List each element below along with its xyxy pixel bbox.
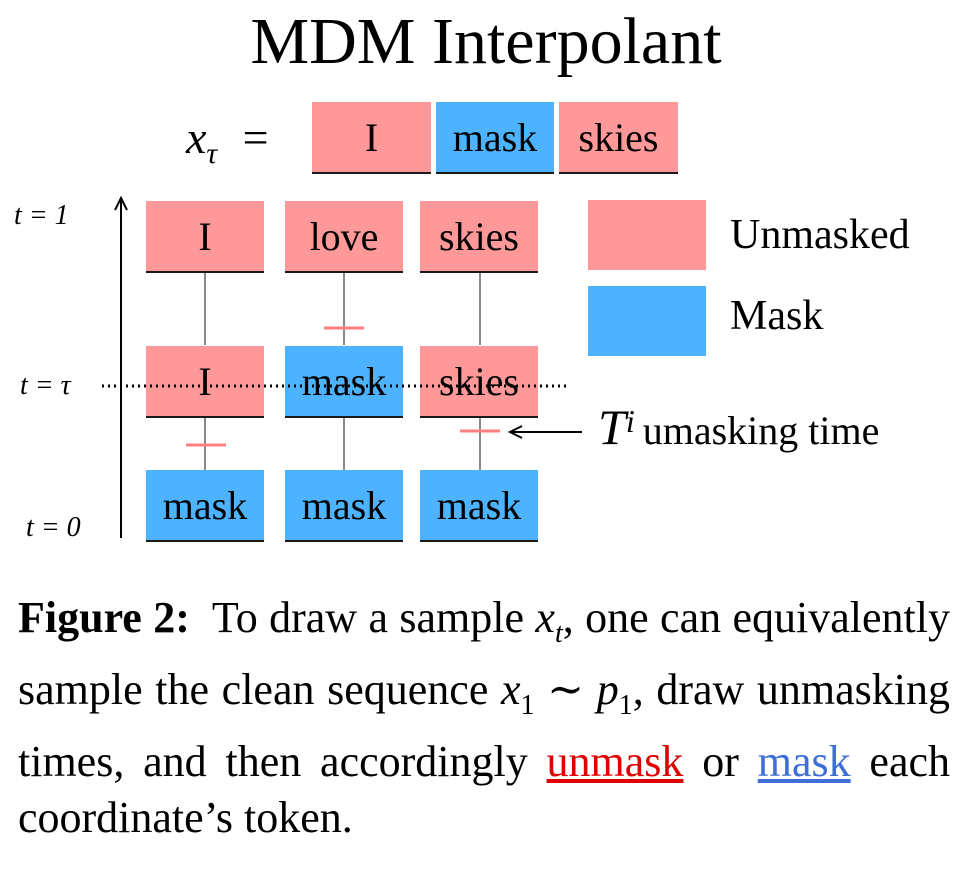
unmasking-time-annotation: Ti umasking time (598, 399, 880, 455)
token-t0-2: mask (285, 470, 403, 542)
time-label-ttau: t = τ (20, 370, 71, 401)
legend-unmasked-label: Unmasked (730, 212, 910, 258)
token-ttau-3: skies (420, 346, 538, 418)
unmask-link[interactable]: unmask (546, 736, 684, 786)
time-axis-arrowhead (114, 195, 128, 211)
annotation-arrowhead (507, 425, 523, 439)
mask-link[interactable]: mask (757, 736, 851, 786)
xtau-token-3: skies (559, 102, 678, 174)
time-label-t0: t = 0 (26, 512, 81, 543)
diagram-title: MDM Interpolant (250, 5, 722, 78)
legend-mask-swatch (588, 286, 706, 356)
time-label-t1: t = 1 (14, 200, 69, 231)
figure-caption: Figure 2: To draw a sample xt, one can e… (18, 593, 951, 842)
caption-label: Figure 2: (18, 593, 190, 642)
legend-unmasked-swatch (588, 200, 706, 270)
token-t1-1: I (146, 201, 264, 273)
token-t1-3: skies (420, 201, 538, 273)
legend-mask-label: Mask (730, 293, 824, 339)
xtau-label: xτ = (186, 112, 269, 171)
token-ttau-2: mask (285, 346, 403, 418)
token-t1-2: love (285, 201, 403, 273)
token-ttau-1: I (146, 346, 264, 418)
token-t0-3: mask (420, 470, 538, 542)
xtau-token-1: I (312, 102, 431, 174)
xtau-token-2: mask (436, 102, 554, 174)
token-t0-1: mask (146, 470, 264, 542)
